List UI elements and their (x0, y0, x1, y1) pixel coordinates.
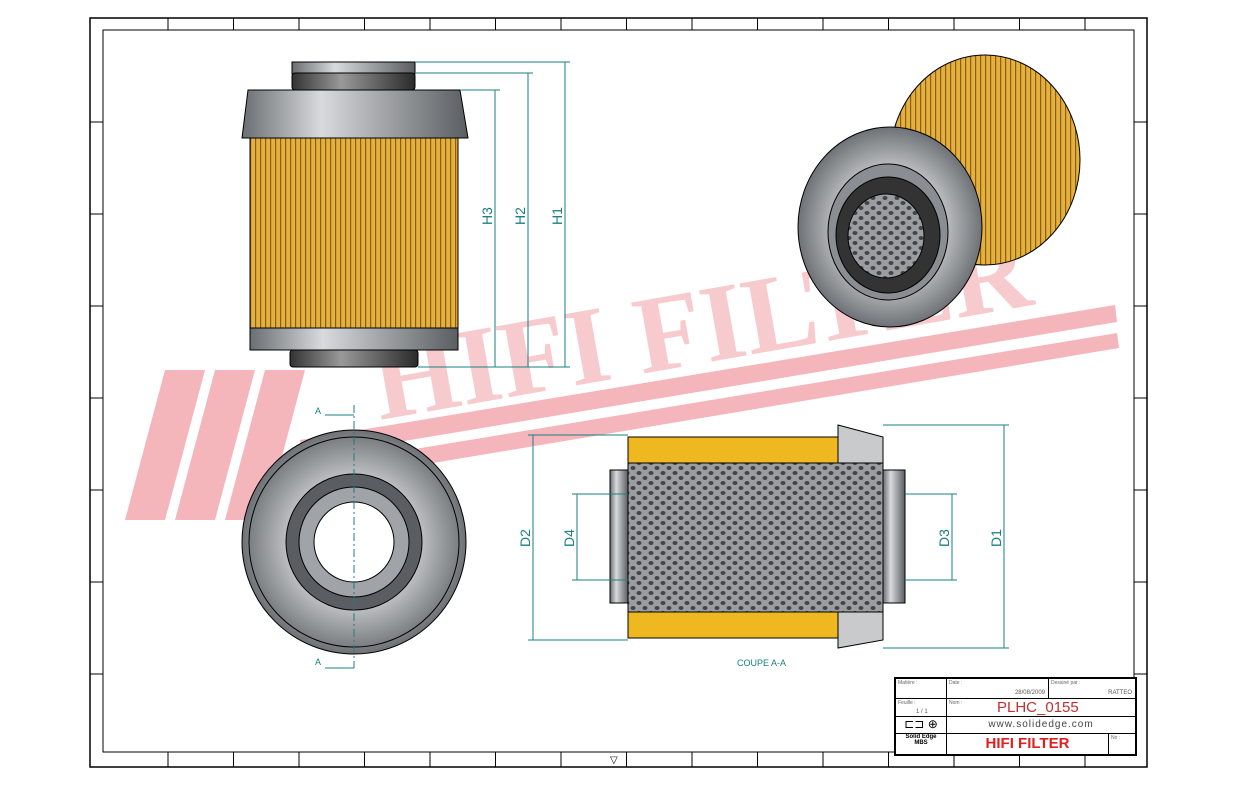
isometric-view (797, 54, 1081, 328)
projection-symbol: ▽ (610, 755, 618, 766)
dim-d2: D2 (517, 529, 533, 547)
dim-d3: D3 (936, 529, 952, 547)
dim-h3: H3 (479, 207, 495, 225)
side-view (241, 61, 469, 368)
section-marker-bottom: A (315, 657, 321, 667)
dim-h2: H2 (512, 207, 528, 225)
company-name: HIFI FILTER (947, 734, 1109, 754)
dim-h1: H1 (549, 207, 565, 225)
inner-frame (102, 29, 1135, 753)
dim-d4: D4 (561, 529, 577, 547)
border-zone-ticks (90, 18, 1147, 767)
projection-icon: ⊏⊐ ⊕ (896, 717, 947, 734)
date: 28/08/2009 (1014, 690, 1045, 696)
dimension-lines (415, 61, 1009, 649)
software: Solid Edge (905, 734, 937, 740)
watermark-logo (125, 305, 1119, 520)
section-marker-top: A (315, 406, 321, 416)
section-view (609, 424, 906, 649)
end-view (241, 405, 467, 669)
website: www.solidedge.com (947, 717, 1135, 734)
dim-d1: D1 (988, 529, 1004, 547)
drawn-by: RATTEO (1108, 690, 1132, 696)
title-block: Matière : Date :28/08/2009 Dessiné par :… (894, 677, 1137, 756)
outer-frame (89, 17, 1148, 768)
sheet: 1 / 1 (916, 709, 928, 715)
section-caption: COUPE A-A (737, 658, 786, 668)
part-name: PLHC_0155 (997, 699, 1079, 716)
